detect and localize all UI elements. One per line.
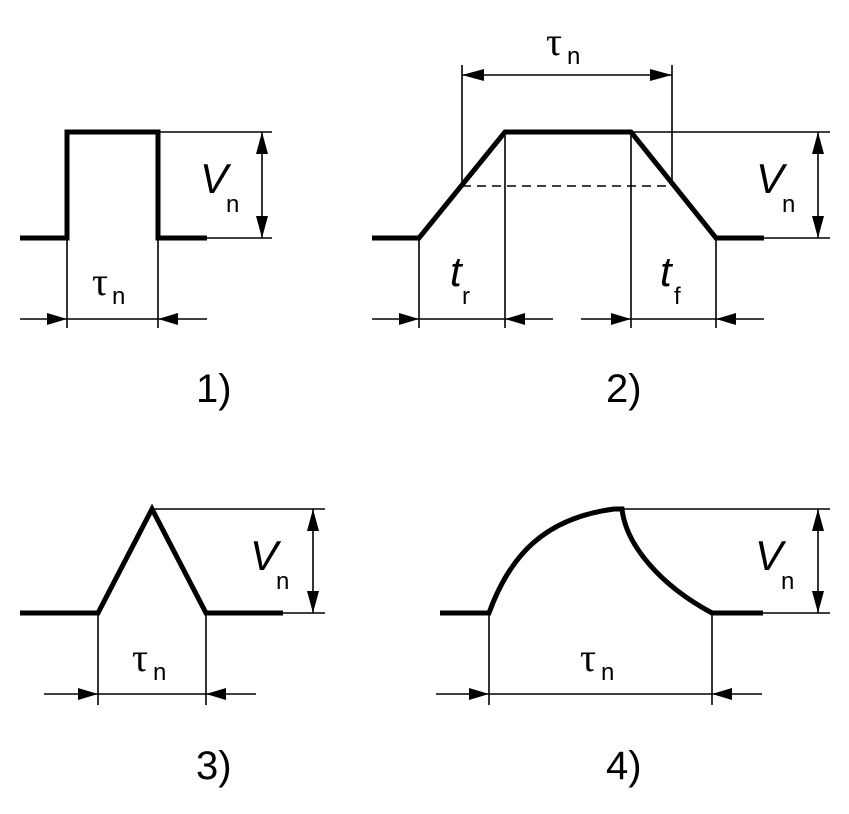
arrowhead [158, 313, 178, 325]
diagram-2-trapezoidal-pulse: τ n V n t r t f 2) [372, 19, 830, 411]
arrowhead [812, 509, 824, 531]
pulse-waveform [372, 129, 764, 241]
tau-label: τ [132, 635, 148, 680]
v-subscript: n [226, 191, 239, 218]
diagram-3-triangular-pulse: τ n V n 3) [20, 503, 325, 788]
arrowhead [399, 313, 419, 325]
arrowhead [812, 216, 824, 238]
arrowhead [812, 132, 824, 154]
v-label: V [755, 532, 787, 579]
tau-subscript: n [153, 659, 166, 686]
arrowhead [611, 313, 631, 325]
v-subscript: n [276, 568, 289, 595]
v-label: V [756, 155, 788, 202]
diagram-1-rectangular-pulse: τ n V n 1) [20, 129, 272, 411]
arrowhead [650, 69, 672, 81]
arrowhead [716, 313, 736, 325]
arrowhead [505, 313, 525, 325]
v-subscript: n [782, 191, 795, 218]
tau-label: τ [580, 635, 596, 680]
pulse-waveform [440, 506, 763, 616]
rise-time-subscript: r [462, 283, 470, 310]
arrowhead [307, 591, 319, 613]
arrowhead [307, 509, 319, 531]
pulse-waveform [20, 129, 207, 241]
tau-subscript: n [601, 659, 614, 686]
v-subscript: n [781, 568, 794, 595]
tau-subscript: n [567, 43, 580, 70]
arrowhead [462, 69, 484, 81]
arrowhead [469, 688, 489, 700]
arrowhead [78, 688, 98, 700]
arrowhead [812, 591, 824, 613]
diagram-caption: 1) [196, 367, 232, 411]
tau-subscript: n [112, 283, 125, 310]
fall-time-subscript: f [674, 283, 681, 310]
arrowhead [47, 313, 67, 325]
fall-time-label: t [660, 248, 674, 295]
arrowhead [256, 216, 268, 238]
diagram-caption: 4) [606, 744, 642, 788]
arrowhead [206, 688, 226, 700]
tau-label: τ [92, 259, 108, 304]
diagram-caption: 2) [606, 367, 642, 411]
pulse-waveform [20, 503, 283, 616]
tau-label: τ [546, 19, 562, 64]
arrowhead [712, 688, 732, 700]
diagram-caption: 3) [196, 744, 232, 788]
v-label: V [200, 155, 232, 202]
arrowhead [256, 132, 268, 154]
v-label: V [250, 532, 282, 579]
diagram-4-curved-pulse: τ n V n 4) [436, 506, 830, 788]
rise-time-label: t [450, 248, 464, 295]
